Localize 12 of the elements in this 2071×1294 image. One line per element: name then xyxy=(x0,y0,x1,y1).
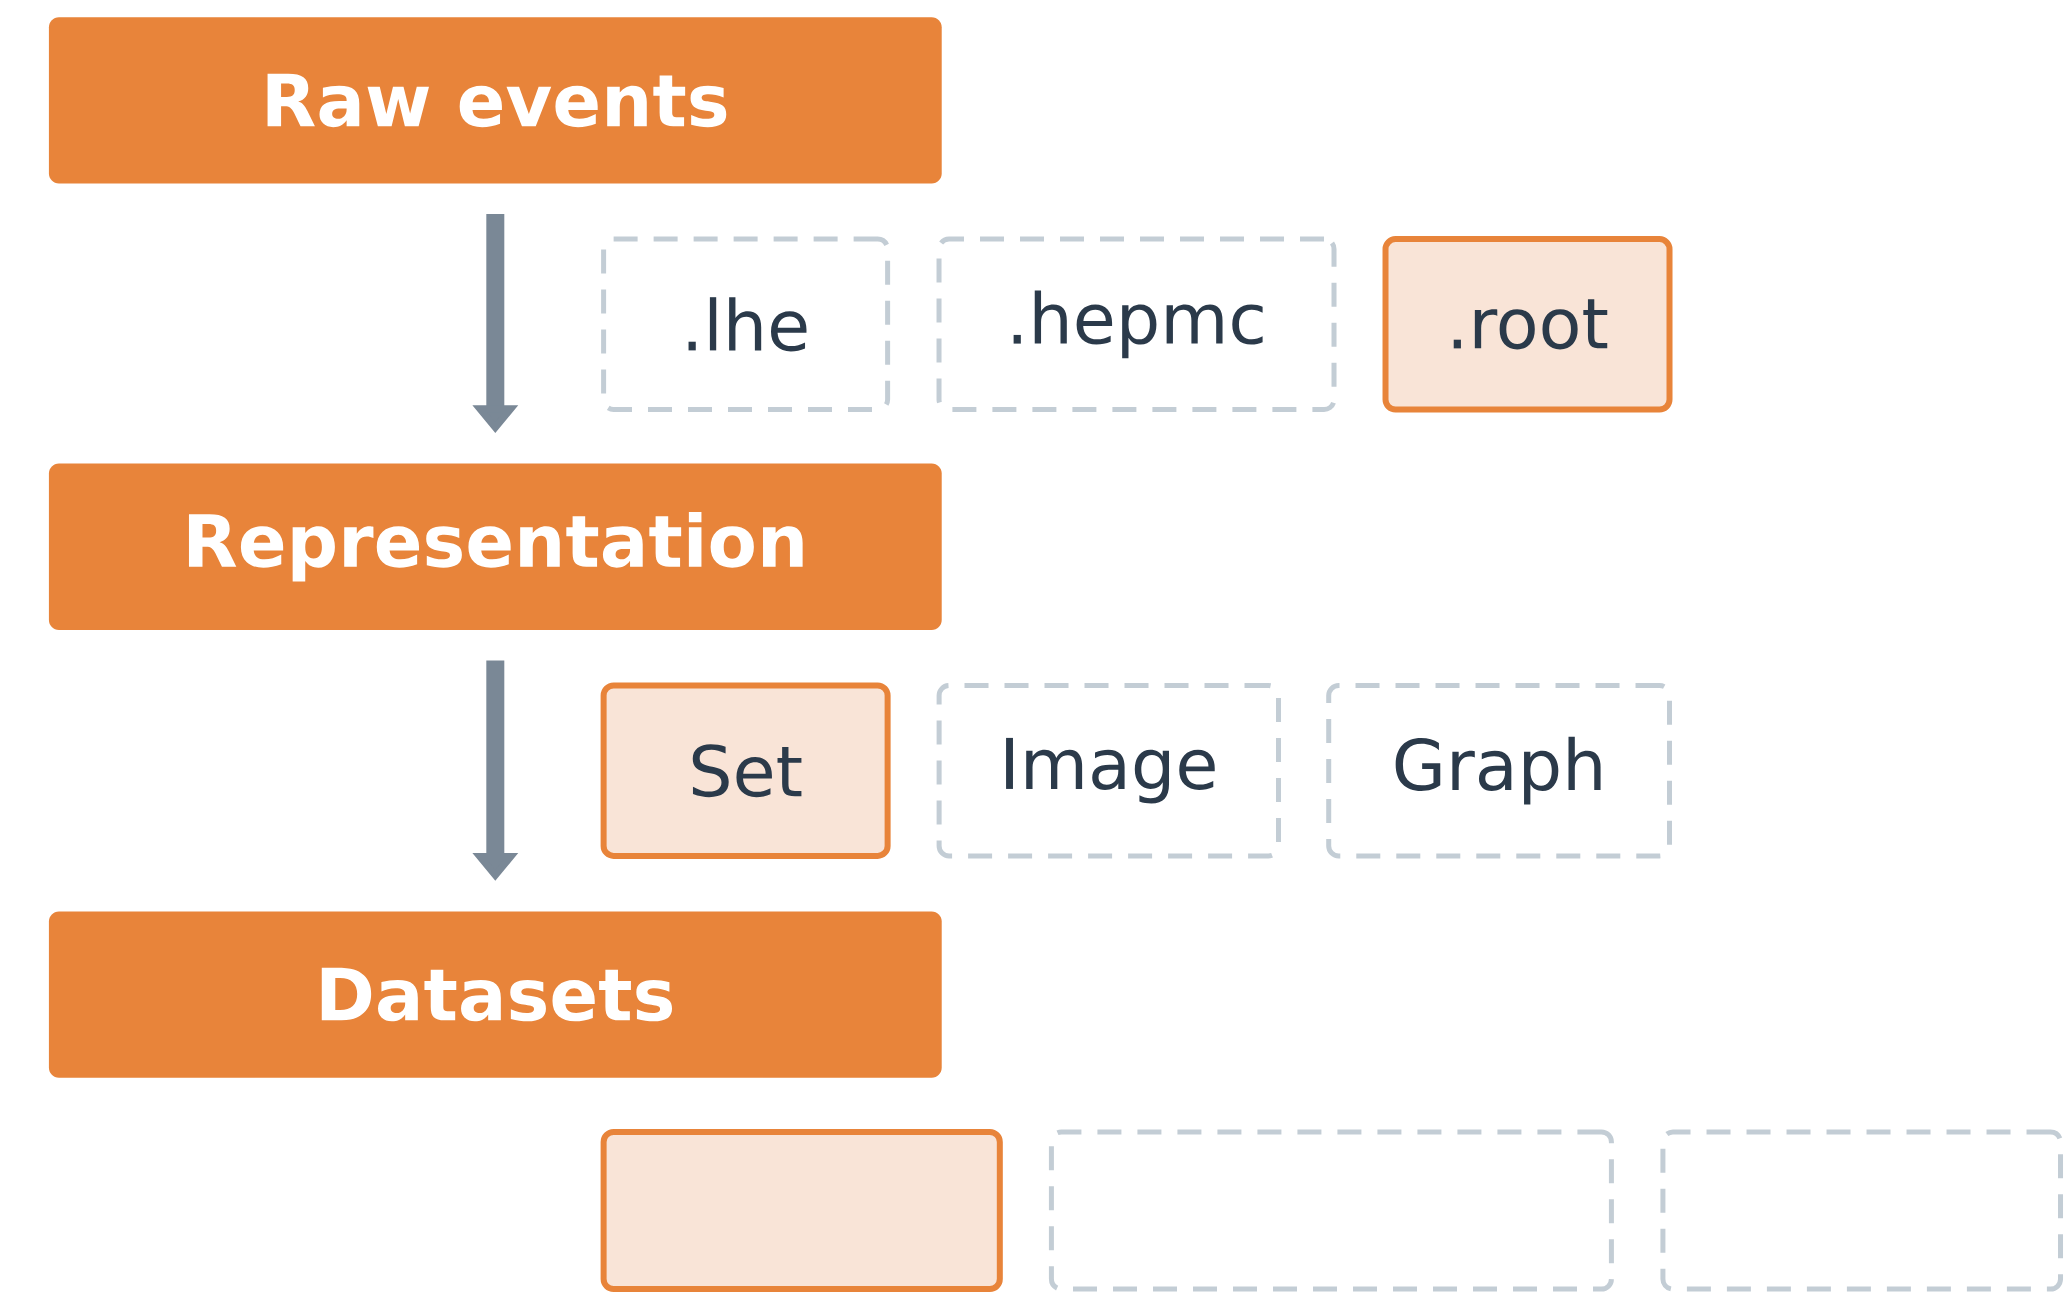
option-box: Graph xyxy=(1326,683,1672,859)
selected-option-box: .root xyxy=(1382,236,1673,413)
empty-box xyxy=(600,1128,1003,1293)
process-box: Raw events xyxy=(48,17,942,184)
process-box: Datasets xyxy=(48,911,942,1078)
option-box: .lhe xyxy=(601,236,891,412)
empty-box xyxy=(1048,1129,1614,1292)
selected-option-box: Set xyxy=(600,682,891,859)
empty-box xyxy=(1660,1129,2063,1292)
process-box: Representation xyxy=(48,463,942,630)
option-box: Image xyxy=(936,683,1281,859)
option-box: .hepmc xyxy=(936,236,1337,412)
